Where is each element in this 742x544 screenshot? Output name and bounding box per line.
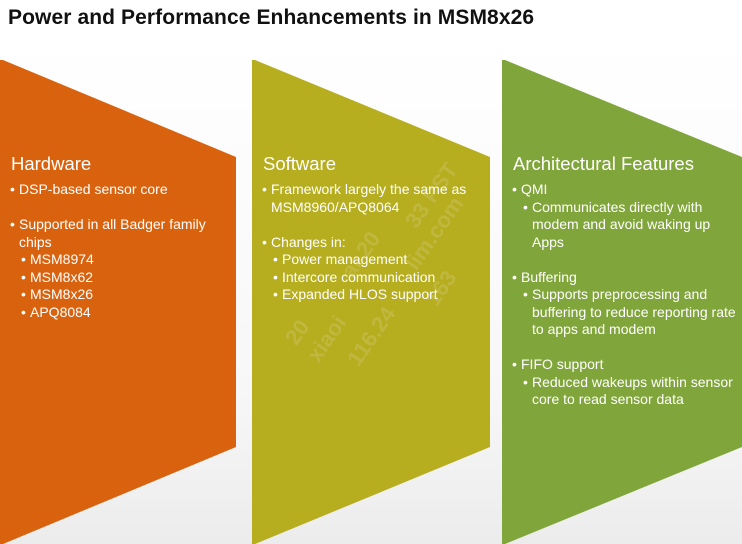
slide-title: Power and Performance Enhancements in MS… (8, 6, 535, 29)
hardware-bullet-supported: Supported in all Badger family chips (0, 216, 230, 251)
hardware-column: Hardware DSP-based sensor core Supported… (0, 60, 236, 544)
hardware-heading: Hardware (11, 153, 92, 174)
hardware-bullets: DSP-based sensor core Supported in all B… (0, 181, 230, 321)
hardware-chip-item: MSM8974 (0, 251, 230, 269)
architecture-bullet-fifo: FIFO support (502, 356, 736, 374)
software-change-item: Intercore communication (252, 269, 484, 287)
architecture-heading: Architectural Features (513, 153, 694, 174)
software-column: Software Framework largely the same as M… (252, 60, 490, 544)
software-change-item: Power management (252, 251, 484, 269)
software-change-item: Expanded HLOS support (252, 286, 484, 304)
architecture-column: Architectural Features QMI Communicates … (502, 60, 742, 544)
architecture-buffering-detail: Supports preprocessing and buffering to … (502, 286, 736, 339)
software-bullets: Framework largely the same as MSM8960/AP… (252, 181, 484, 304)
hardware-chip-item: MSM8x62 (0, 269, 230, 287)
hardware-bullet-dsp: DSP-based sensor core (0, 181, 230, 199)
software-heading: Software (263, 153, 337, 174)
architecture-bullet-qmi: QMI (502, 181, 736, 199)
hardware-chip-item: MSM8x26 (0, 286, 230, 304)
architecture-bullets: QMI Communicates directly with modem and… (502, 181, 736, 409)
software-bullet-changes: Changes in: (252, 234, 484, 252)
software-bullet-framework: Framework largely the same as MSM8960/AP… (252, 181, 484, 216)
architecture-fifo-detail: Reduced wakeups within sensor core to re… (502, 374, 736, 409)
hardware-chip-item: APQ8084 (0, 304, 230, 322)
architecture-bullet-buffering: Buffering (502, 269, 736, 287)
architecture-qmi-detail: Communicates directly with modem and avo… (502, 199, 736, 252)
